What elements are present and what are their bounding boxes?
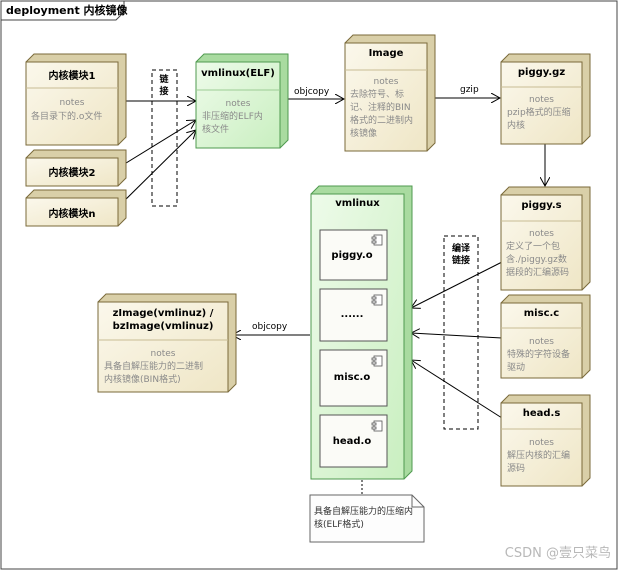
module2-label: 内核模块2 — [48, 168, 96, 179]
body-line: 去除符号、标 — [350, 90, 405, 100]
zimage-label: zImage(vmlinuz) / bzImage(vmlinuz) — [98, 307, 228, 333]
node-piggy-s — [500, 186, 591, 291]
edge-label-objcopy1: objcopy — [294, 87, 330, 97]
body-line: 源码 — [507, 464, 526, 474]
bottom-note — [309, 494, 425, 543]
component-piggy-o: piggy.o — [331, 250, 373, 261]
node-piggy-gz — [500, 53, 591, 145]
zimage-label-line: bzImage(vmlinuz) — [112, 321, 214, 332]
body-line: 核文件 — [202, 125, 230, 135]
module1-body-line: 各目录下的.o文件 — [31, 112, 103, 122]
vmlinux-elf-body: 非压缩的ELF内 核文件 — [202, 111, 280, 137]
image-body: 去除符号、标 记、注释的BIN 格式的二进制内 核镜像 — [350, 89, 430, 141]
compile-word: 链接 — [451, 256, 470, 266]
watermark: CSDN @壹只菜鸟 — [504, 546, 611, 561]
note-fold — [411, 495, 424, 508]
edge-module2-vmlinux — [117, 120, 196, 169]
node-module2 — [25, 149, 127, 187]
component-misc-o: misc.o — [333, 372, 371, 383]
body-line: 据段的汇编源码 — [506, 268, 570, 278]
edge-modulen-vmlinux — [117, 130, 196, 208]
frame-tab — [0, 0, 125, 21]
misc-c-notes: notes — [529, 337, 554, 347]
vmlinux-elf-notes: notes — [225, 99, 251, 109]
link-char: 接 — [159, 87, 169, 97]
edge-heads-vmlinux — [411, 360, 503, 419]
piggy-gz-body: pzip格式的压缩 内核 — [507, 107, 585, 133]
vmlinux-main-label: vmlinux — [335, 198, 380, 209]
head-s-label: head.s — [522, 408, 561, 419]
edge-piggys-vmlinux — [411, 261, 503, 308]
body-line: 驱动 — [507, 363, 526, 373]
node-head-s — [500, 394, 591, 487]
component-icon — [371, 234, 383, 432]
node-zimage — [97, 293, 237, 393]
body-line: 特殊的字符设备 — [507, 350, 571, 360]
body-line: 非压缩的ELF内 — [202, 112, 263, 122]
edges — [117, 98, 545, 494]
compile-box-label: 编译 链接 — [449, 243, 473, 267]
image-notes: notes — [373, 77, 399, 87]
body-line: 含./piggy.gz数 — [506, 255, 567, 265]
modulen-label: 内核模块n — [48, 209, 96, 220]
piggy-gz-notes: notes — [529, 95, 554, 105]
head-s-notes: notes — [529, 438, 554, 448]
vmlinux-elf-label: vmlinux(ELF) — [201, 68, 275, 79]
edge-miscc-vmlinux — [411, 333, 503, 339]
component-head-o: head.o — [332, 436, 372, 447]
frame-title: deployment 内核镜像 — [6, 4, 128, 17]
body-line: pzip格式的压缩 — [507, 108, 571, 118]
zimage-body: 具备自解压能力的二进制 内核镜像(BIN格式) — [104, 361, 228, 387]
link-box-label: 链 接 — [158, 74, 170, 98]
piggy-gz-label: piggy.gz — [517, 67, 566, 78]
piggy-s-body: 定义了一个包 含./piggy.gz数 据段的汇编源码 — [506, 241, 586, 280]
misc-c-label: misc.c — [523, 308, 560, 319]
image-label: Image — [368, 48, 404, 59]
body-line: 定义了一个包 — [506, 242, 561, 252]
body-line: 内核 — [507, 121, 526, 131]
node-vmlinux-elf — [195, 53, 289, 149]
module1-label: 内核模块1 — [48, 71, 96, 82]
head-s-body: 解压内核的汇编 源码 — [507, 450, 585, 476]
component-dots: ...... — [340, 309, 364, 320]
edge-label-objcopy2: objcopy — [252, 322, 288, 332]
module1-body: 各目录下的.o文件 — [31, 111, 117, 124]
body-line: 具备自解压能力的二进制 — [104, 362, 204, 372]
misc-c-body: 特殊的字符设备 驱动 — [507, 349, 585, 375]
note-line: 具备自解压能力的压缩内 — [314, 507, 414, 517]
zimage-label-line: zImage(vmlinuz) / — [112, 308, 214, 319]
zimage-notes: notes — [150, 349, 176, 359]
body-line: 解压内核的汇编 — [507, 451, 571, 461]
node-module1 — [25, 53, 127, 146]
body-line: 记、注释的BIN — [350, 103, 411, 113]
module1-notes: notes — [59, 98, 85, 108]
node-misc-c — [500, 294, 591, 379]
edge-label-gzip: gzip — [460, 85, 479, 95]
link-box — [151, 69, 178, 207]
link-char: 链 — [159, 75, 169, 85]
compile-word: 编译 — [451, 244, 470, 254]
piggy-s-label: piggy.s — [521, 200, 562, 211]
body-line: 核镜像 — [350, 129, 378, 139]
bottom-note-text: 具备自解压能力的压缩内 核(ELF格式) — [314, 506, 424, 532]
body-line: 内核镜像(BIN格式) — [104, 375, 181, 385]
components — [319, 229, 388, 468]
node-modulen — [25, 189, 127, 227]
body-line: 格式的二进制内 — [350, 116, 414, 126]
node-image — [344, 34, 436, 152]
compile-link-box — [443, 235, 479, 430]
piggy-s-notes: notes — [529, 229, 554, 239]
note-line: 核(ELF格式) — [314, 520, 364, 530]
